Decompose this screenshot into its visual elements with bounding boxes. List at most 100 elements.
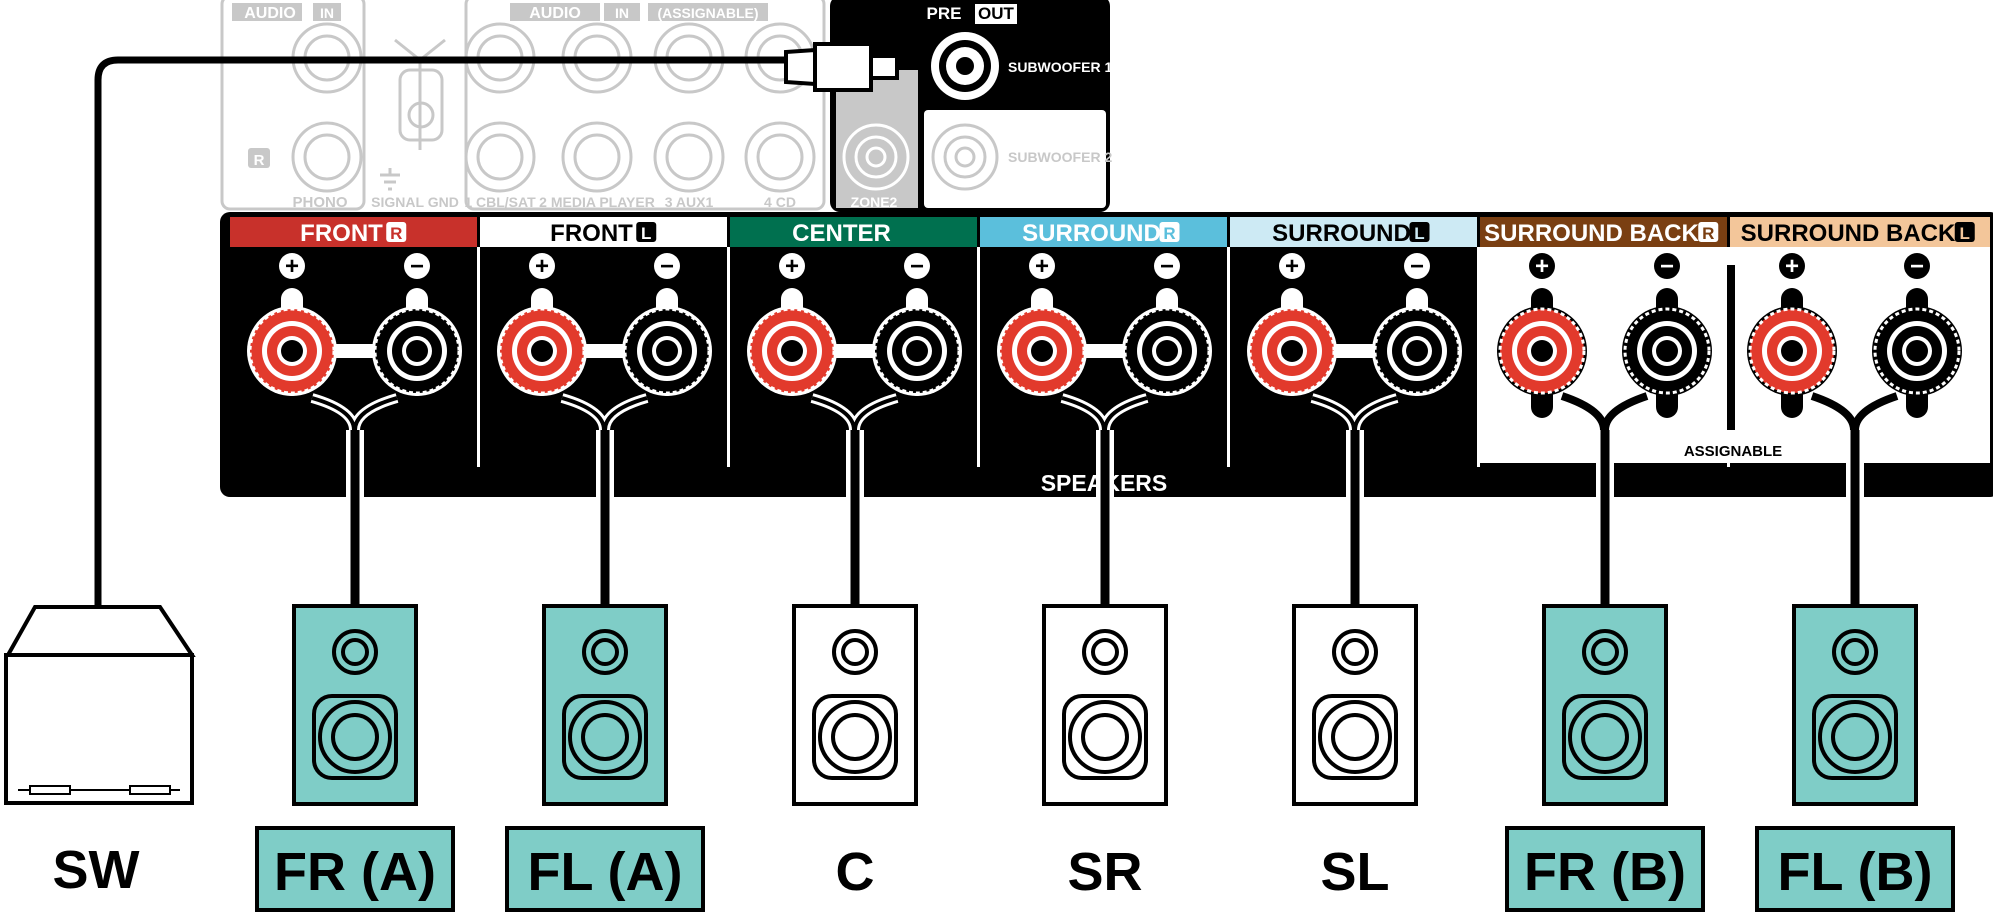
woofer-dustcap (1581, 713, 1629, 761)
phono-label: PHONO (292, 194, 347, 211)
terminal-bridge (1322, 344, 1387, 358)
channel-header-bg (980, 217, 1227, 247)
in-header-bg (313, 3, 341, 21)
rca-jack-inner (665, 133, 713, 181)
speaker-label: FR (A) (274, 842, 436, 902)
terminal-bridge (322, 344, 387, 358)
rca-jack-outer (561, 121, 633, 193)
plus-symbol: + (785, 253, 799, 280)
tweeter-inner (841, 638, 869, 666)
in-header-text: IN (320, 5, 334, 21)
panel-separator (1477, 247, 1480, 467)
channel-header-bg (1230, 217, 1477, 247)
rca-plug (784, 42, 915, 92)
side-badge-letter: L (641, 224, 651, 243)
side-badge (1409, 222, 1430, 242)
wire-minus-core (1353, 396, 1398, 431)
signal-gnd-label: SIGNAL GND (371, 194, 459, 210)
plus-symbol: + (1535, 253, 1549, 280)
plus-terminal-hole (281, 340, 303, 362)
channel-header-bg (1480, 217, 1727, 247)
out-header-text: OUT (978, 4, 1015, 23)
plus-symbol: + (1035, 253, 1049, 280)
assignable-jack-pair (464, 22, 536, 193)
side-r-badge (248, 148, 270, 168)
channel-header-bg (1730, 217, 1990, 247)
channel-header-label: CENTER (792, 220, 891, 247)
subwoofer1-jack (931, 32, 999, 100)
tweeter-inner (1091, 638, 1119, 666)
wire-minus-core (603, 396, 648, 431)
wire-pair (1810, 392, 1899, 431)
plus-terminal-hole (1281, 340, 1303, 362)
subwoofer-label: SW (53, 840, 140, 900)
plus-symbol-bg (1029, 253, 1055, 279)
speaker-label-box (1505, 826, 1705, 912)
minus-symbol-bg (654, 253, 680, 279)
panel-separator (477, 247, 480, 467)
rca-jack-inner (573, 133, 621, 181)
rca-jack-inner (756, 133, 804, 181)
minus-terminal-hole (406, 340, 428, 362)
subwoofer-box (4, 605, 196, 805)
tweeter-inner (1591, 638, 1619, 666)
subwoofer2-jack (931, 123, 999, 191)
minus-terminal-hole (656, 340, 678, 362)
minus-symbol-bg (1904, 253, 1930, 279)
minus-symbol-bg (1154, 253, 1180, 279)
minus-terminal-hole (1156, 340, 1178, 362)
audio-in-header-bg (232, 3, 302, 21)
side-badge-letter: L (1960, 224, 1970, 243)
channel-terminals: +−+−+−+−+−+−+−+−+− (247, 247, 1990, 467)
subwoofer2-area (924, 110, 1106, 208)
minus-symbol-bg (1654, 253, 1680, 279)
speaker-label: C (836, 842, 875, 902)
minus-symbol: − (1660, 253, 1674, 280)
terminal-bridge (1072, 344, 1137, 358)
subwoofer1-label: SUBWOOFER 1 (1008, 59, 1112, 75)
assignable-audio-in-group (464, 0, 826, 211)
side-badge (1698, 222, 1719, 242)
minus-terminal-hole (1406, 340, 1428, 362)
plus-symbol: + (1785, 253, 1799, 280)
side-badge (1159, 222, 1180, 242)
assignable-jack-label: 3 AUX1 (665, 194, 714, 210)
channel-header-label: SURROUND BACK (1484, 220, 1699, 247)
channel-header-bg (230, 217, 477, 247)
plus-symbol-bg (1529, 253, 1555, 279)
minus-symbol: − (660, 253, 674, 280)
woofer-dustcap (1831, 713, 1879, 761)
channel-header-label: FRONT (550, 220, 633, 247)
speakers-label-bg (1022, 466, 1212, 496)
assignable-in-header-text: IN (615, 5, 629, 21)
side-badge-letter: L (1414, 224, 1424, 243)
minus-symbol-bg (1404, 253, 1430, 279)
wire-minus-core (853, 396, 898, 431)
minus-terminal-hole (1656, 340, 1678, 362)
subwoofer2-label: SUBWOOFER 2 (1008, 149, 1112, 165)
channel-header-label: FRONT (300, 220, 383, 247)
assignable-jack-label: 1 CBL/SAT (464, 194, 536, 210)
plus-symbol-bg (529, 253, 555, 279)
channel-header-bg (480, 217, 727, 247)
minus-symbol: − (410, 253, 424, 280)
speaker-label: FL (A) (528, 842, 683, 902)
side-r-letter: R (254, 152, 265, 169)
woofer-dustcap (581, 713, 629, 761)
subwoofer-cable (94, 42, 915, 605)
phono-jack-bottom (291, 121, 363, 193)
pre-header-text: PRE (927, 4, 962, 23)
speaker-label: FL (B) (1778, 842, 1933, 902)
assignable-jack-label: 2 MEDIA PLAYER (539, 194, 655, 210)
assignable-jack-pair (653, 22, 725, 193)
minus-symbol-bg (404, 253, 430, 279)
side-badge (1954, 222, 1975, 242)
plus-terminal-hole (1781, 340, 1803, 362)
minus-terminal-hole (906, 340, 928, 362)
tweeter-inner (341, 638, 369, 666)
panel-separator (1227, 247, 1230, 467)
